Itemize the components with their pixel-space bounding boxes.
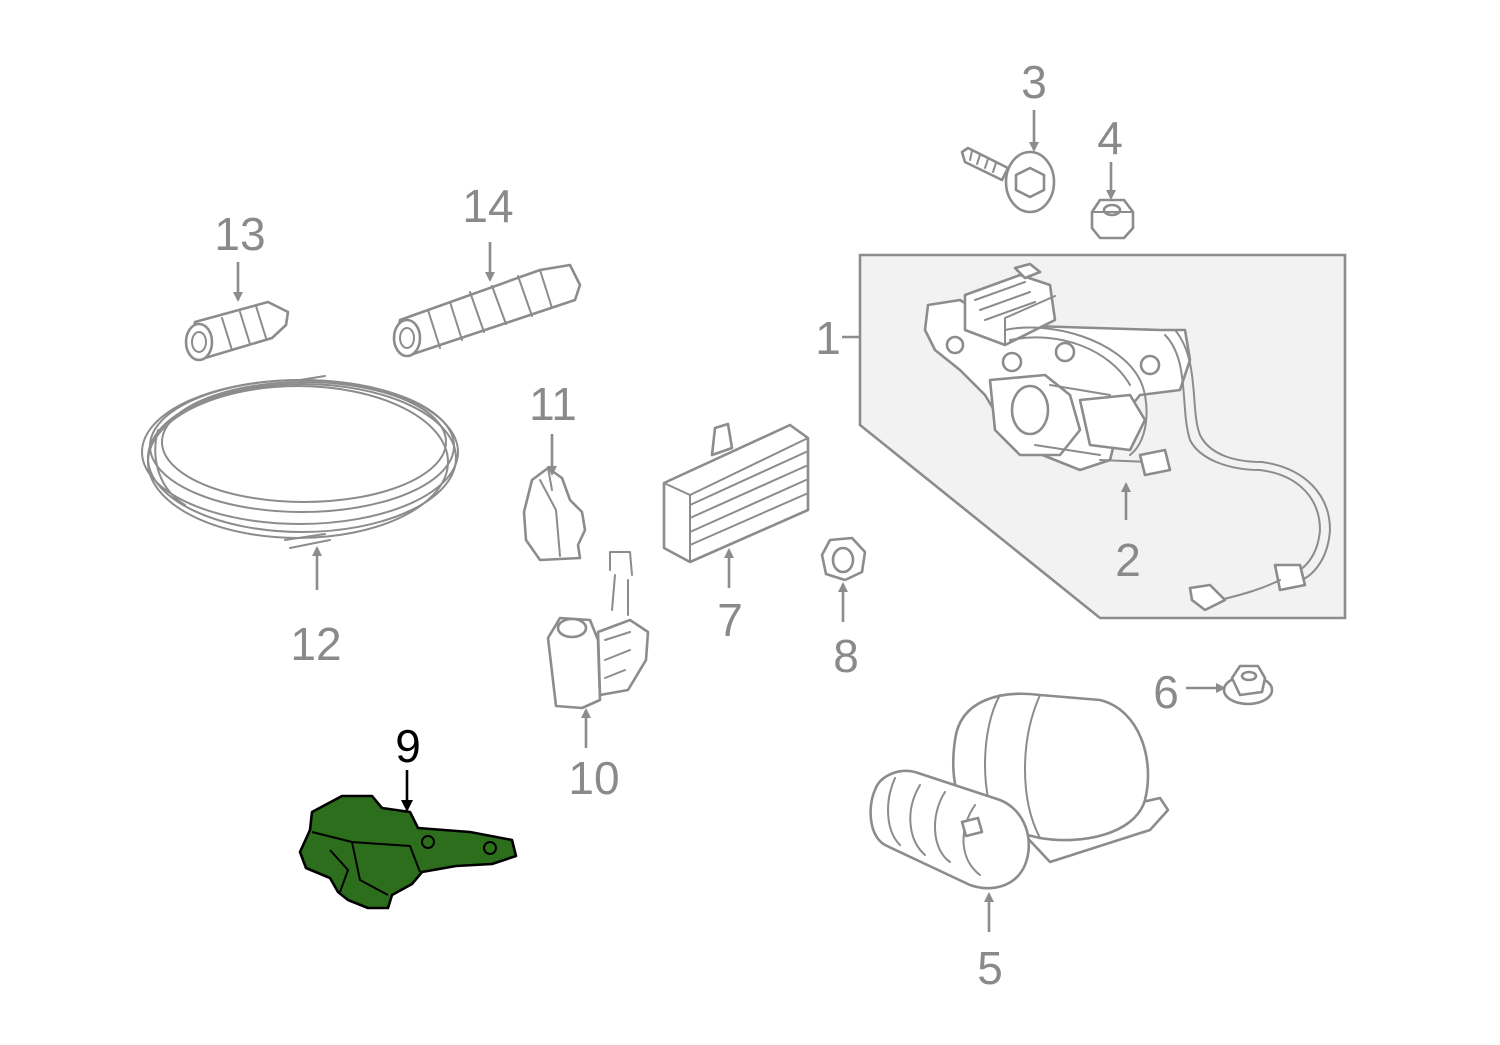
callout-12: 12 bbox=[290, 618, 341, 670]
part-11-clip[interactable] bbox=[522, 466, 587, 562]
callout-8: 8 bbox=[833, 630, 859, 682]
callout-labels: 1 2 3 4 5 6 7 8 9 10 11 12 13 14 bbox=[214, 56, 1178, 994]
part-10-sensor[interactable] bbox=[546, 551, 650, 710]
callout-11: 11 bbox=[529, 378, 577, 430]
callout-4: 4 bbox=[1097, 112, 1123, 164]
part-14-connector[interactable] bbox=[392, 263, 582, 358]
callout-1: 1 bbox=[815, 312, 841, 364]
part-7-module[interactable] bbox=[662, 422, 810, 564]
callout-13: 13 bbox=[214, 208, 265, 260]
callout-6: 6 bbox=[1153, 666, 1179, 718]
callout-2: 2 bbox=[1115, 534, 1141, 586]
part-6-nut[interactable] bbox=[1222, 664, 1274, 706]
callout-7: 7 bbox=[717, 594, 743, 646]
callout-5: 5 bbox=[977, 942, 1003, 994]
part-3-bolt[interactable] bbox=[960, 146, 1056, 214]
part-1-assembly-panel[interactable] bbox=[858, 253, 1347, 620]
part-9-bracket-highlighted[interactable] bbox=[298, 794, 518, 910]
part-12-tubing[interactable] bbox=[141, 375, 459, 549]
callout-10: 10 bbox=[568, 752, 619, 804]
leader-lines bbox=[233, 110, 1226, 932]
part-5-reservoir[interactable] bbox=[869, 692, 1170, 890]
part-4-nut[interactable] bbox=[1090, 198, 1135, 240]
part-8-grommet[interactable] bbox=[820, 536, 867, 582]
callout-3: 3 bbox=[1021, 56, 1047, 108]
callout-14: 14 bbox=[462, 180, 513, 232]
part-13-connector[interactable] bbox=[184, 300, 290, 362]
callout-9-highlighted: 9 bbox=[395, 720, 421, 772]
